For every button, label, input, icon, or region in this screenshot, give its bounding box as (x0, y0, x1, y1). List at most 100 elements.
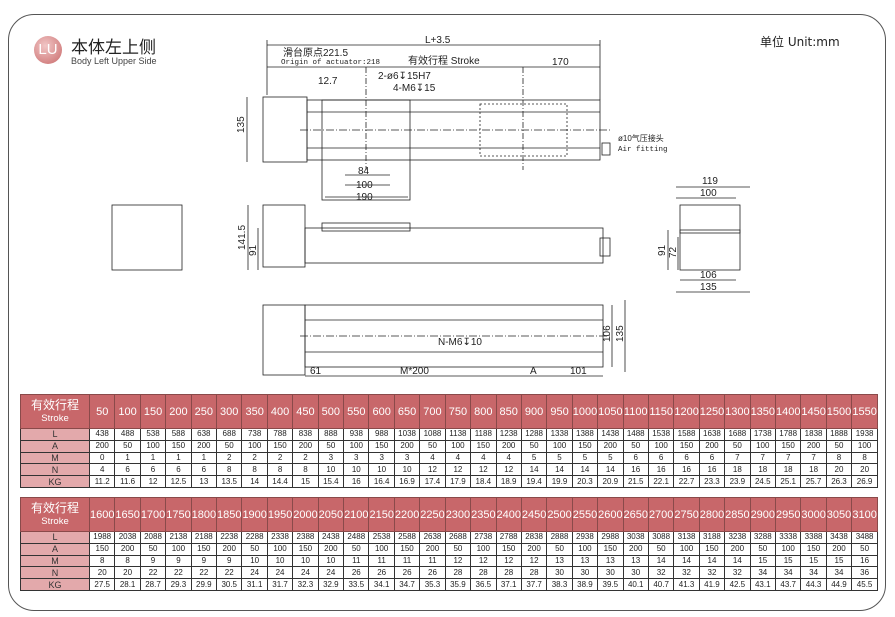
dim-190: 190 (356, 192, 373, 203)
stroke-cell: 1650 (114, 497, 141, 532)
table-cell: 12 (444, 463, 472, 477)
table-cell: 37.1 (495, 578, 522, 591)
stroke-cell: 750 (444, 394, 472, 429)
table-cell: 44.9 (825, 578, 853, 591)
table-cell: 35.3 (419, 578, 446, 591)
table-cell: 34 (749, 566, 776, 580)
table-cell: 26 (393, 566, 421, 580)
stroke-cell: 50 (88, 394, 116, 429)
table-cell: 838 (292, 428, 319, 441)
table-cell: 13.5 (216, 475, 243, 488)
table-cell: 7 (749, 451, 776, 465)
row-label: A (20, 439, 90, 453)
table-cell: 43.1 (749, 578, 776, 591)
table-cell: 32 (724, 566, 751, 580)
table-cell: 1488 (622, 428, 649, 441)
table-cell: 19.9 (546, 475, 573, 488)
table-cell: 6 (139, 463, 167, 477)
table-cell: 200 (419, 542, 446, 556)
stroke-cell: 600 (368, 394, 395, 429)
end-view (667, 186, 750, 293)
table-cell: 5 (597, 451, 624, 465)
stroke-cell: 2250 (419, 497, 446, 532)
table-cell: 28 (444, 566, 472, 580)
table-cell: 100 (266, 542, 294, 556)
table-cell: 11 (419, 554, 446, 568)
table-cell: 10 (241, 554, 268, 568)
table-cell: 34.7 (393, 578, 421, 591)
stroke-cell: 1200 (673, 394, 700, 429)
table-cell: 14 (520, 463, 548, 477)
table-cell: 1238 (495, 428, 522, 441)
stroke-cell: 550 (343, 394, 370, 429)
table-cell: 8 (241, 463, 268, 477)
table-cell: 2588 (393, 531, 421, 544)
stroke-cell: 2150 (368, 497, 395, 532)
dim-origin-en: Origin of actuator:218 (281, 59, 380, 67)
table-cell: 3 (343, 451, 370, 465)
table-cell: 2538 (368, 531, 395, 544)
table-cell: 30 (622, 566, 649, 580)
stroke-cell: 2650 (622, 497, 649, 532)
table-cell: 20.3 (571, 475, 599, 488)
table-cell: 50 (317, 439, 345, 453)
dim-bottom-106: 106 (602, 325, 613, 342)
stroke-cell: 1950 (266, 497, 294, 532)
table-cell: 18.4 (470, 475, 497, 488)
stroke-cell: 2400 (495, 497, 522, 532)
stroke-cell: 3100 (851, 497, 878, 532)
row-label: N (20, 463, 90, 477)
table-cell: 41.3 (673, 578, 700, 591)
unit-label: 单位 Unit:mm (760, 35, 840, 49)
table-cell: 16 (698, 463, 726, 477)
table-cell: 50 (139, 542, 167, 556)
table-cell: 18 (724, 463, 751, 477)
table-cell: 10 (317, 554, 345, 568)
table-cell: 100 (444, 439, 472, 453)
table-cell: 23.9 (724, 475, 751, 488)
table-cell: 100 (749, 439, 776, 453)
stroke-cell: 2900 (749, 497, 776, 532)
table-cell: 200 (393, 439, 421, 453)
bottom-holes-label: N-M6↧10 (438, 337, 482, 348)
stroke-cell: 1150 (647, 394, 675, 429)
table-cell: 50 (749, 542, 776, 556)
table-cell: 488 (114, 428, 141, 441)
table-cell: 33.5 (343, 578, 370, 591)
table-cell: 34 (774, 566, 802, 580)
table-cell: 27.5 (88, 578, 116, 591)
table-cell: 5 (571, 451, 599, 465)
table-cell: 100 (851, 439, 878, 453)
table-cell: 1388 (571, 428, 599, 441)
stroke-cell: 450 (292, 394, 319, 429)
table-cell: 50 (343, 542, 370, 556)
table-cell: 30.5 (216, 578, 243, 591)
dim-stroke: 有效行程 Stroke (408, 54, 480, 67)
air-fitting-label: ø10气压接头 (618, 133, 664, 143)
table-cell: 26 (343, 566, 370, 580)
table-cell: 22 (165, 566, 192, 580)
dim-72: 72 (668, 246, 679, 258)
stroke-cell: 1100 (622, 394, 649, 429)
stroke-cell: 2300 (444, 497, 472, 532)
table-cell: 200 (597, 439, 624, 453)
dim-135: 135 (236, 116, 247, 133)
table-cell: 3288 (749, 531, 776, 544)
table-cell: 14.4 (266, 475, 294, 488)
table-cell: 16 (647, 463, 675, 477)
table-cell: 38.9 (571, 578, 599, 591)
table-cell: 2188 (190, 531, 218, 544)
table-cell: 688 (216, 428, 243, 441)
table-cell: 20 (825, 463, 853, 477)
stroke-cell: 100 (114, 394, 141, 429)
table-cell: 1 (139, 451, 167, 465)
table-cell: 11 (343, 554, 370, 568)
table-cell: 1138 (444, 428, 472, 441)
table-cell: 1838 (800, 428, 827, 441)
table-cell: 50 (216, 439, 243, 453)
table-cell: 788 (266, 428, 294, 441)
